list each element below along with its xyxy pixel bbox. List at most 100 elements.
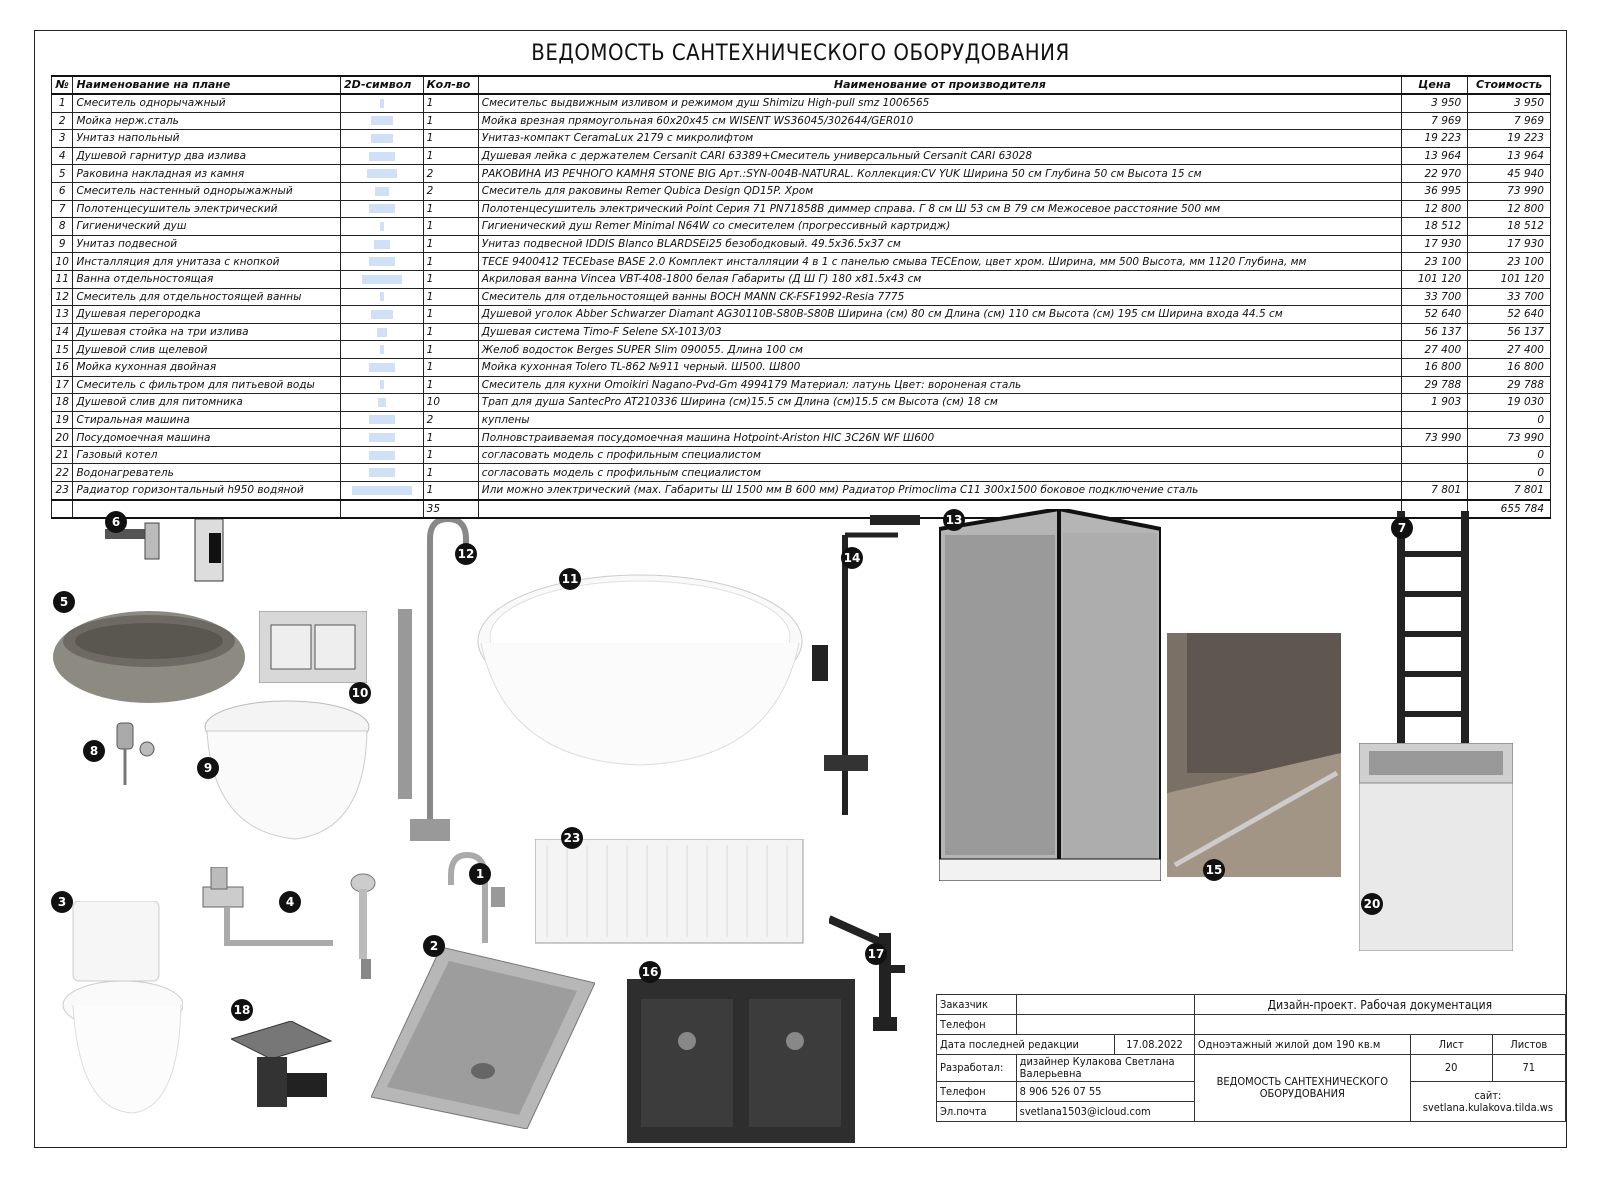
row-number: 13 (50, 305, 74, 324)
row-price: 22 970 (1400, 164, 1469, 183)
row-manufacturer-name: Полновстраиваемая посудомоечная машина H… (477, 428, 1402, 447)
row-price: 7 801 (1400, 481, 1469, 501)
row-manufacturer-name: согласовать модель с профильным специали… (477, 445, 1402, 465)
phone-label: Телефон (936, 1014, 1017, 1035)
row-price: 27 400 (1400, 340, 1469, 359)
plan-symbol-icon (368, 450, 395, 460)
item-badge-8: 8 (83, 740, 105, 762)
row-cost: 19 030 (1467, 393, 1551, 412)
sheets-label: Листов (1491, 1034, 1567, 1055)
plan-symbol-icon (368, 151, 395, 161)
equipment-table: № Наименование на плане 2D-символ Кол-во… (50, 75, 1551, 520)
row-quantity: 10 (422, 393, 479, 412)
sheet-value: 20 (1409, 1054, 1493, 1082)
row-cost: 3 950 (1467, 93, 1551, 113)
item-badge-11: 11 (559, 568, 581, 590)
row-plan-name: Душевая перегородка (72, 305, 341, 324)
row-price: 36 995 (1400, 181, 1469, 201)
drawing-sheet: ВЕДОМОСТЬ САНТЕХНИЧЕСКОГО ОБОРУДОВАНИЯ №… (34, 30, 1567, 1148)
plan-symbol-icon (379, 98, 384, 108)
row-2d-symbol (339, 340, 424, 359)
row-2d-symbol (339, 375, 424, 395)
row-quantity: 1 (422, 305, 479, 324)
stainless-sink-image (370, 946, 596, 1130)
row-cost: 0 (1467, 463, 1551, 483)
page-title: ВЕДОМОСТЬ САНТЕХНИЧЕСКОГО ОБОРУДОВАНИЯ (531, 41, 1070, 66)
row-price (1400, 463, 1469, 483)
row-price: 23 100 (1400, 252, 1469, 271)
phone2-label: Телефон (936, 1081, 1017, 1102)
row-manufacturer-name: Мойка кухонная Tolero TL-862 №911 черный… (477, 357, 1402, 377)
col-header-manufacturer-name: Наименование от производителя (477, 75, 1402, 95)
row-number: 11 (50, 269, 74, 289)
row-cost: 0 (1467, 445, 1551, 465)
col-header-2d-symbol: 2D-символ (339, 75, 424, 95)
plan-symbol-icon (370, 133, 393, 143)
row-cost: 16 800 (1467, 357, 1551, 377)
row-price: 101 120 (1400, 269, 1469, 289)
row-price: 3 950 (1400, 93, 1469, 113)
phone2-value: 8 906 526 07 55 (1015, 1081, 1195, 1102)
row-2d-symbol (339, 322, 424, 342)
row-cost: 7 969 (1467, 111, 1551, 131)
col-header-cost: Стоимость (1467, 75, 1551, 95)
item-badge-7: 7 (1391, 517, 1413, 539)
wall-hung-toilet-image (195, 691, 373, 841)
item-badge-3: 3 (51, 891, 73, 913)
item-badge-1: 1 (469, 863, 491, 885)
row-number: 4 (50, 146, 74, 166)
site-label: сайт: (1474, 1088, 1502, 1102)
hand-shower-image (345, 873, 385, 983)
project-title: Дизайн-проект. Рабочая документация (1193, 994, 1567, 1015)
row-price (1400, 410, 1469, 430)
row-2d-symbol (339, 111, 424, 131)
row-number: 20 (50, 428, 74, 447)
row-number: 23 (50, 481, 74, 501)
item-badge-23: 23 (561, 827, 583, 849)
row-plan-name: Смеситель настенный однорыжажный (72, 181, 341, 201)
row-number: 15 (50, 340, 74, 359)
row-number: 2 (50, 111, 74, 131)
row-price (1400, 445, 1469, 465)
filter-faucet-image (827, 913, 909, 1033)
item-badge-18: 18 (231, 999, 253, 1021)
row-manufacturer-name: согласовать модель с профильным специали… (477, 463, 1402, 483)
row-cost: 73 990 (1467, 181, 1551, 201)
item-badge-9: 9 (197, 757, 219, 779)
row-2d-symbol (339, 357, 424, 377)
row-price: 56 137 (1400, 322, 1469, 342)
dishwasher-image (1358, 742, 1514, 952)
row-quantity: 1 (422, 252, 479, 271)
row-quantity: 1 (422, 322, 479, 342)
row-price: 17 930 (1400, 234, 1469, 254)
item-badge-5: 5 (53, 591, 75, 613)
row-plan-name: Водонагреватель (72, 463, 341, 483)
row-cost: 29 788 (1467, 375, 1551, 395)
row-price: 12 800 (1400, 199, 1469, 219)
row-quantity: 1 (422, 129, 479, 148)
plan-symbol-icon (374, 186, 389, 196)
row-number: 18 (50, 393, 74, 412)
house-description: Одноэтажный жилой дом 190 кв.м (1193, 1034, 1411, 1055)
plan-symbol-icon (368, 468, 395, 478)
plan-symbol-icon (370, 309, 393, 319)
row-cost: 33 700 (1467, 287, 1551, 307)
row-2d-symbol (339, 287, 424, 307)
row-quantity: 2 (422, 181, 479, 201)
row-manufacturer-name: Полотенцесушитель электрический Point Се… (477, 199, 1402, 219)
item-badge-2: 2 (423, 935, 445, 957)
row-number: 12 (50, 287, 74, 307)
sheets-value: 71 (1491, 1054, 1567, 1082)
